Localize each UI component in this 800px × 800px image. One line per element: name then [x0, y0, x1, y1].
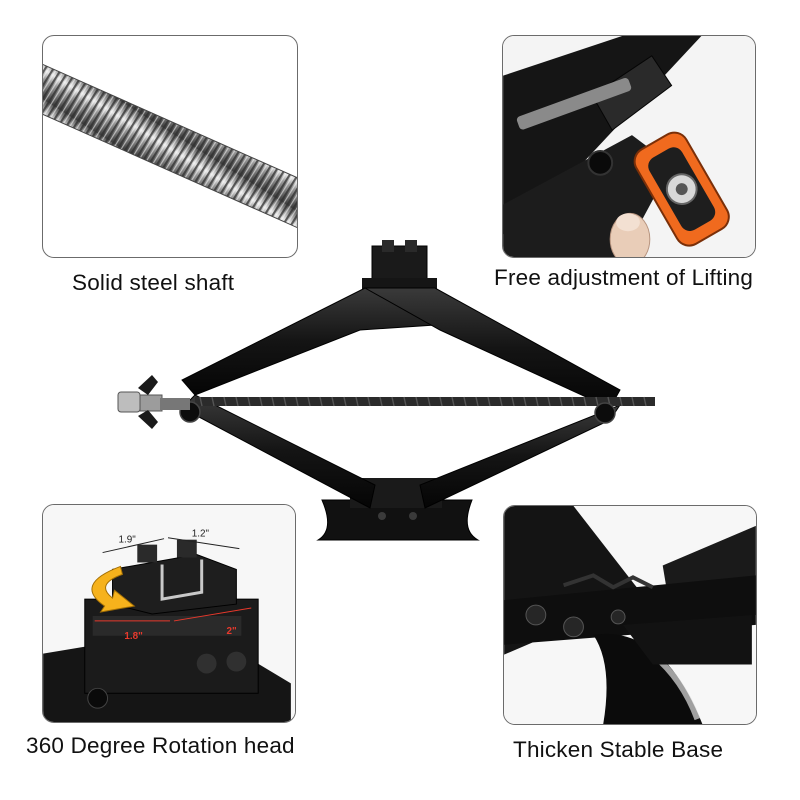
dimension-bottom-left: 1.8" [124, 631, 143, 642]
dimension-top-left: 1.9" [118, 535, 136, 546]
rotation-head-image: 1.9" 1.2" 1.8" 2" [43, 505, 295, 722]
steel-shaft-caption: Solid steel shaft [72, 270, 235, 295]
dimension-bottom-right: 2" [226, 626, 237, 637]
rotation-head-caption: 360 Degree Rotation head [26, 733, 295, 758]
steel-shaft-image [43, 58, 297, 235]
adjustment-panel [502, 35, 756, 258]
stable-base-caption: Thicken Stable Base [513, 737, 724, 762]
dimension-top-right: 1.2" [192, 529, 210, 540]
steel-shaft-panel [42, 35, 298, 258]
scissor-jack-image [117, 240, 655, 541]
rotation-head-panel: 1.9" 1.2" 1.8" 2" [42, 504, 296, 723]
adjustment-image [503, 36, 755, 257]
stable-base-image [504, 506, 756, 724]
stable-base-panel [503, 505, 757, 725]
adjustment-caption: Free adjustment of Lifting [494, 265, 754, 290]
